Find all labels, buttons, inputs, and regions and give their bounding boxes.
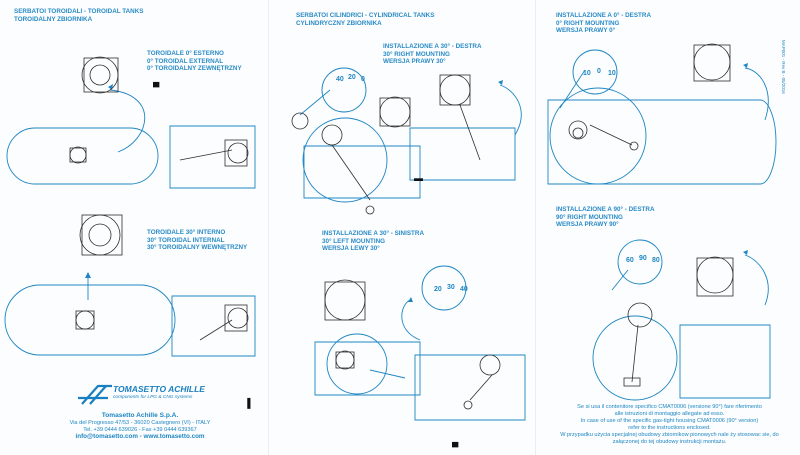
cylinder-tank-outline (679, 324, 771, 399)
direction-arrow (499, 84, 522, 136)
company-address-block: Tomasetto Achille S.p.A. Via del Progres… (60, 412, 220, 441)
direction-arrow (744, 67, 769, 121)
company-web: info@tomasetto.com - www.tomasetto.com (75, 432, 205, 440)
company-name: Tomasetto Achille S.p.A. (101, 412, 179, 419)
tank-section-circle (326, 333, 388, 395)
dial-circle (572, 49, 618, 95)
cylinder-tank-outline (547, 99, 777, 185)
dial-label: 20 (434, 286, 442, 293)
column-divider (268, 0, 269, 455)
dial-label: 20 (348, 74, 356, 81)
registration-mark: ▬ (414, 173, 423, 183)
leader-line (559, 69, 586, 109)
dial-label: 0 (597, 68, 601, 75)
cylinder-tank-outline (303, 145, 421, 199)
toroidal-tank-outline (4, 284, 176, 356)
dial-label: 60 (626, 257, 634, 264)
cylinder-tank-outline (314, 341, 421, 396)
dial-label: 40 (336, 76, 344, 83)
toroidal-tank-outline (6, 127, 159, 185)
document-code: MAP001 - Rev B - 05/2016 (781, 40, 786, 94)
dial-circle (421, 265, 467, 311)
direction-arrow (109, 89, 146, 153)
dial-circle (321, 67, 367, 113)
tank-section-circle (592, 315, 678, 401)
direction-arrow (744, 254, 769, 306)
dial-label: 10 (583, 70, 591, 77)
leader-line (369, 369, 406, 379)
registration-mark: ▐ (244, 398, 251, 408)
cylinder-tank-outline (414, 354, 526, 421)
dial-label: 80 (652, 257, 660, 264)
cylinder-tank-outline (409, 127, 516, 181)
housing-note: Se si usa il contenitore specifico CMAT0… (560, 404, 779, 445)
leader-line (299, 89, 331, 116)
dial-circle (617, 239, 663, 285)
leader-line (611, 269, 629, 291)
dial-label: 30 (447, 284, 455, 291)
dial-label: 90 (639, 255, 647, 262)
brand-logo-tagline: components for LPG & CNG systems (113, 395, 193, 400)
dial-label: 40 (460, 286, 468, 293)
logo-stroke (89, 385, 107, 405)
company-address: Via del Progresso 47/53 - 36020 Castegne… (69, 419, 211, 426)
direction-arrow (401, 299, 421, 341)
registration-mark: ▀ (153, 82, 160, 92)
company-phone: Tel. +39 0444 639026 - Fax +39 0444 6393… (83, 426, 197, 433)
column-divider (535, 0, 536, 455)
tank-section-circle (549, 87, 647, 185)
registration-mark: ▀ (452, 442, 459, 452)
toroidal-tank-outline (171, 295, 256, 357)
toroidal-tank-outline (169, 125, 256, 189)
brand-logo-name: TOMASETTO ACHILLE (113, 384, 205, 394)
tank-section-circle (302, 117, 388, 203)
dial-label: 10 (608, 70, 616, 77)
dial-label: 0 (361, 76, 365, 83)
